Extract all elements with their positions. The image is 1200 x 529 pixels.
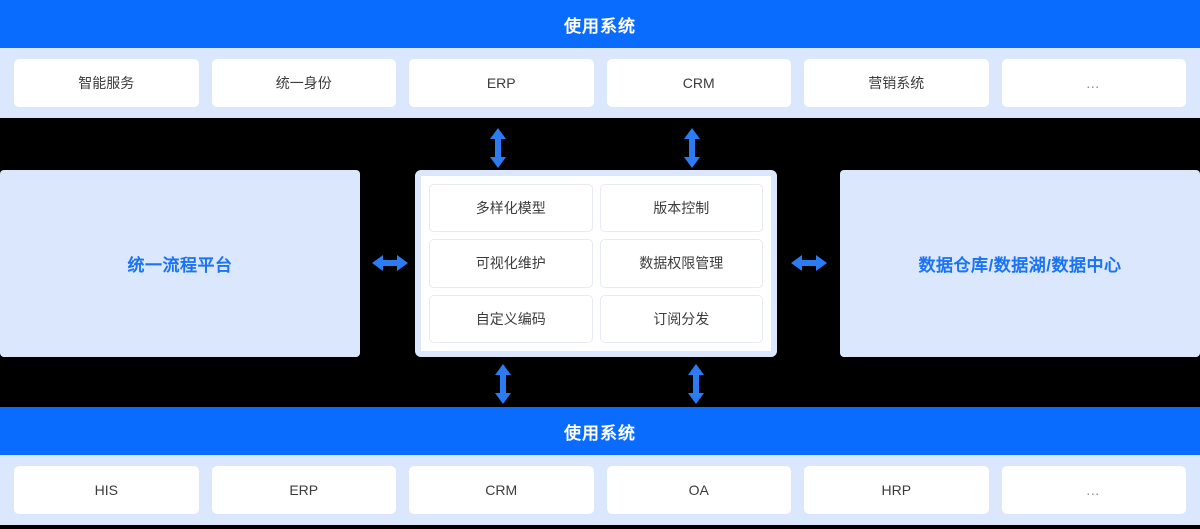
- capability-cell-version-control-label: 版本控制: [653, 200, 710, 217]
- data-warehouse-panel[interactable]: 数据仓库/数据湖/数据中心: [840, 170, 1200, 357]
- bottom-system-chip-4-label: OA: [688, 482, 709, 498]
- top-system-chip-1[interactable]: 智能服务: [14, 59, 199, 107]
- double-arrow-horizontal-icon-right: [791, 252, 827, 274]
- top-system-chip-more[interactable]: …: [1001, 59, 1186, 107]
- double-arrow-vertical-icon-bottom-right: [685, 364, 707, 404]
- capability-cell-custom-coding[interactable]: 自定义编码: [429, 294, 593, 343]
- unified-process-platform-panel[interactable]: 统一流程平台: [0, 170, 360, 357]
- top-system-chip-4[interactable]: CRM: [606, 59, 791, 107]
- bottom-system-chip-2[interactable]: ERP: [211, 466, 396, 514]
- bottom-banner-label: 使用系统: [564, 423, 636, 443]
- top-banner: 使用系统: [0, 0, 1200, 48]
- bottom-system-chip-5[interactable]: HRP: [804, 466, 989, 514]
- top-system-chip-2-label: 统一身份: [275, 75, 332, 91]
- top-system-chip-3-label: ERP: [486, 75, 516, 91]
- top-system-chip-3[interactable]: ERP: [409, 59, 594, 107]
- bottom-system-chip-more[interactable]: …: [1001, 466, 1186, 514]
- top-system-chip-4-label: CRM: [682, 75, 715, 91]
- capability-cell-diverse-models[interactable]: 多样化模型: [429, 184, 593, 233]
- bottom-system-chip-1[interactable]: HIS: [14, 466, 199, 514]
- capability-cell-custom-coding-label: 自定义编码: [475, 310, 546, 327]
- double-arrow-vertical-icon-top-right: [681, 128, 703, 168]
- top-banner-label: 使用系统: [564, 16, 636, 36]
- top-system-chip-5[interactable]: 营销系统: [804, 59, 989, 107]
- capability-cell-data-permission-management[interactable]: 数据权限管理: [599, 239, 763, 288]
- data-warehouse-panel-label: 数据仓库/数据湖/数据中心: [918, 256, 1122, 275]
- top-systems-tray: 智能服务 统一身份 ERP CRM 营销系统 …: [0, 48, 1200, 118]
- bottom-system-chip-2-label: ERP: [289, 482, 319, 498]
- bottom-system-chip-4[interactable]: OA: [606, 466, 791, 514]
- capability-cell-subscription-distribution-label: 订阅分发: [653, 310, 710, 327]
- top-system-chip-5-label: 营销系统: [868, 75, 925, 91]
- bottom-banner: 使用系统: [0, 407, 1200, 455]
- double-arrow-vertical-icon-top-left: [487, 128, 509, 168]
- capability-cell-diverse-models-label: 多样化模型: [475, 200, 546, 217]
- bottom-system-chip-1-label: HIS: [94, 482, 118, 498]
- capability-cell-visual-maintenance[interactable]: 可视化维护: [429, 239, 593, 288]
- bottom-system-chip-5-label: HRP: [881, 482, 912, 498]
- bottom-system-chip-3-label: CRM: [485, 482, 518, 498]
- bottom-systems-tray: HIS ERP CRM OA HRP …: [0, 455, 1200, 525]
- capability-panel: 多样化模型 版本控制 可视化维护 数据权限管理 自定义编码 订阅分发: [415, 170, 777, 357]
- top-system-chip-2[interactable]: 统一身份: [211, 59, 396, 107]
- top-system-chip-1-label: 智能服务: [78, 75, 135, 91]
- capability-cell-data-permission-management-label: 数据权限管理: [639, 255, 724, 272]
- capability-cell-visual-maintenance-label: 可视化维护: [475, 255, 546, 272]
- double-arrow-vertical-icon-bottom-left: [492, 364, 514, 404]
- unified-process-platform-label: 统一流程平台: [127, 256, 233, 275]
- top-system-chip-more-label: …: [1085, 75, 1102, 91]
- capability-cell-version-control[interactable]: 版本控制: [599, 184, 763, 233]
- middle-row: 统一流程平台 多样化模型 版本控制 可视化维护 数据权限管理 自定义编码 订阅分…: [0, 170, 1200, 357]
- bottom-system-chip-3[interactable]: CRM: [409, 466, 594, 514]
- double-arrow-horizontal-icon-left: [372, 252, 408, 274]
- bottom-system-chip-more-label: …: [1085, 482, 1102, 498]
- capability-cell-subscription-distribution[interactable]: 订阅分发: [599, 294, 763, 343]
